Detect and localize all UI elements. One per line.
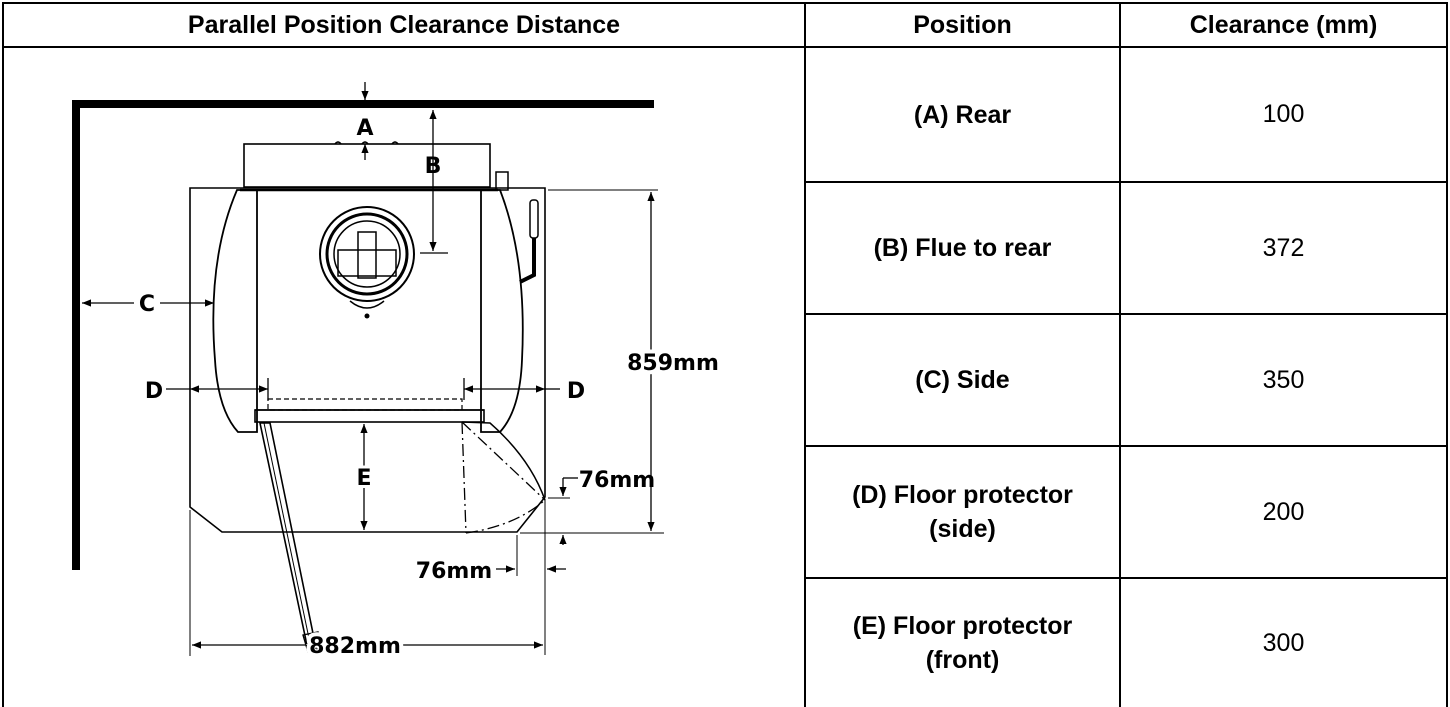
row-b-clearance: 372 [1262, 233, 1305, 262]
stove-side-panel-right [480, 189, 524, 433]
wall-side [72, 100, 80, 570]
header-divider [2, 46, 1448, 48]
door-swing-arc [461, 421, 546, 534]
dimension-d-right: D [463, 378, 585, 404]
row-divider-4 [804, 577, 1448, 579]
row-divider-3 [804, 445, 1448, 447]
row-c-position: (C) Side [915, 366, 1010, 394]
wall-rear [72, 100, 654, 108]
row-divider-1 [804, 181, 1448, 183]
table-border-right [1446, 2, 1448, 707]
label-offset-front: 76mm [416, 559, 492, 584]
column-divider-1 [804, 2, 806, 707]
stove-body [189, 187, 546, 533]
header-position: Position [913, 10, 1012, 39]
dimension-offset-front: 76mm [416, 500, 566, 655]
dimension-e: E [353, 424, 375, 530]
row-a-clearance: 100 [1262, 100, 1305, 128]
table-border-left [2, 2, 4, 707]
dimension-width: 882mm [189, 510, 543, 663]
dimension-a: A [356, 82, 374, 160]
row-divider-2 [804, 313, 1448, 315]
dimension-height: 859mm [520, 189, 723, 534]
stove-top-plate [243, 143, 491, 188]
label-e: E [356, 466, 371, 491]
column-divider-2 [1119, 2, 1121, 707]
row-e-clearance: 300 [1262, 628, 1305, 657]
dimension-b: B [420, 110, 448, 254]
row-b-position: (B) Flue to rear [873, 234, 1052, 262]
header-diagram: Parallel Position Clearance Distance [187, 10, 621, 39]
stove-clearance-diagram: A B C D D [72, 82, 723, 663]
flue-outlet [319, 206, 415, 319]
label-a: A [356, 116, 373, 141]
row-d-clearance: 200 [1262, 497, 1305, 526]
row-a-position: (A) Rear [913, 100, 1012, 129]
label-offset-side: 76mm [579, 468, 655, 493]
row-d-position: (D) Floor protector (side) [852, 481, 1073, 543]
label-d-left: D [145, 379, 163, 404]
header-clearance: Clearance (mm) [1189, 10, 1378, 39]
label-c: C [139, 292, 155, 317]
table-border-top [2, 2, 1448, 4]
stove-side-panel-left [212, 189, 258, 433]
label-width: 882mm [309, 634, 401, 659]
label-height: 859mm [627, 351, 719, 376]
dimension-offset-side: 76mm [548, 468, 655, 545]
dimension-c: C [82, 292, 214, 317]
dimension-d-left: D [145, 378, 269, 404]
label-d-right: D [567, 379, 585, 404]
label-b: B [425, 154, 442, 179]
row-e-position: (E) Floor protector (front) [852, 612, 1073, 674]
row-c-clearance: 350 [1262, 365, 1305, 394]
